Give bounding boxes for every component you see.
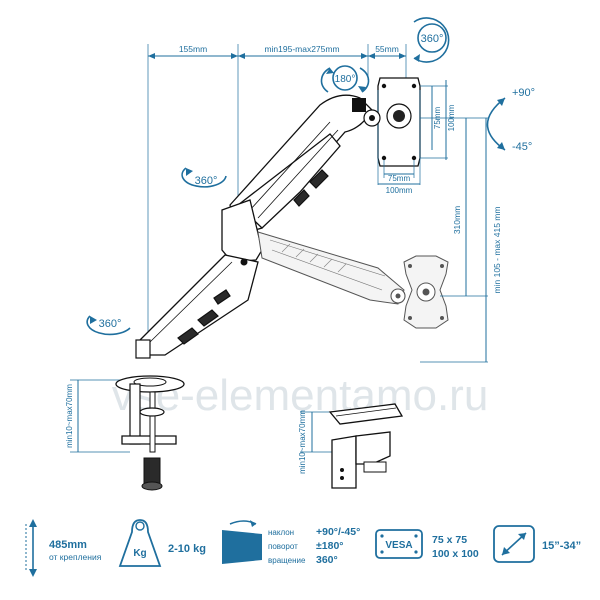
motion-rotate-value: 360° (316, 554, 338, 566)
rotation-top-label: 360° (421, 33, 444, 45)
vesa-h-100: 100mm (386, 186, 413, 195)
motion-swivel-label: поворот (268, 542, 298, 551)
dim-310: 310mm (452, 206, 462, 234)
rotation-base-label: 360° (99, 318, 122, 330)
height-dimensions: 310mm min 105 - max 415 mm (420, 117, 502, 363)
desk-clamp-right: min10~max70mm (298, 403, 404, 489)
screen-size-value: 15”-34” (542, 540, 581, 552)
desk-clamp-left: min10~max70mm (65, 375, 185, 491)
tilt-indicator: +90° -45° (486, 87, 535, 153)
spec-vesa: VESA 75 x 75 100 x 100 (375, 529, 479, 560)
vesa-line1: 75 x 75 (432, 534, 467, 546)
vesa-icon (375, 529, 423, 559)
spec-load: Kg 2-10 kg (118, 519, 206, 567)
arm-upper (229, 94, 381, 236)
tilt-up-label: +90° (512, 87, 535, 99)
clamp-right-range: min10~max70mm (298, 410, 307, 474)
vesa-plate-lower (403, 255, 449, 329)
arm-lowered-ghost (257, 231, 406, 305)
spec-bar: 485mm от крепления Kg 2-10 kg наклон +90… (25, 519, 581, 577)
vesa-plate-upper: 75mm 100mm 75mm 100mm (377, 77, 456, 195)
top-dimensions: 155mm min195-max275mm 55mm (147, 44, 407, 356)
dim-155: 155mm (179, 44, 207, 54)
motion-tilt-value: +90°/-45° (316, 526, 360, 538)
reach-sub: от крепления (49, 552, 102, 562)
clamp-left-range: min10~max70mm (65, 384, 74, 448)
tilt-down-label: -45° (512, 141, 532, 153)
dim-height-range: min 105 - max 415 mm (492, 207, 502, 294)
rotation-badge-elbow: 360° (181, 167, 227, 188)
load-badge: Kg (133, 548, 146, 559)
dim-195-275: min195-max275mm (264, 44, 339, 54)
motion-swivel-value: ±180° (316, 540, 343, 552)
vesa-line2: 100 x 100 (432, 548, 479, 560)
vesa-badge: VESA (385, 540, 412, 551)
spec-reach: 485mm от крепления (25, 519, 102, 577)
dim-55: 55mm (375, 44, 399, 54)
weight-icon (118, 519, 162, 567)
screen-tilt-icon (222, 530, 262, 564)
rotation-swivel: 180° (320, 65, 370, 93)
rotation-elbow-label: 360° (195, 175, 218, 187)
rotation-badge-base: 360° (86, 315, 131, 336)
rotation-swivel-label: 180° (335, 74, 356, 85)
spec-motion: наклон +90°/-45° поворот ±180° вращение … (222, 520, 360, 566)
load-value: 2-10 kg (168, 543, 206, 555)
reach-value: 485mm (49, 539, 87, 551)
vesa-h-75: 75mm (388, 174, 411, 183)
motion-tilt-label: наклон (268, 528, 294, 537)
motion-rotate-label: вращение (268, 556, 306, 565)
arm-lower (135, 199, 263, 359)
spec-screen: 15”-34” (493, 525, 581, 563)
rotation-badge-top: 360° (413, 17, 450, 63)
